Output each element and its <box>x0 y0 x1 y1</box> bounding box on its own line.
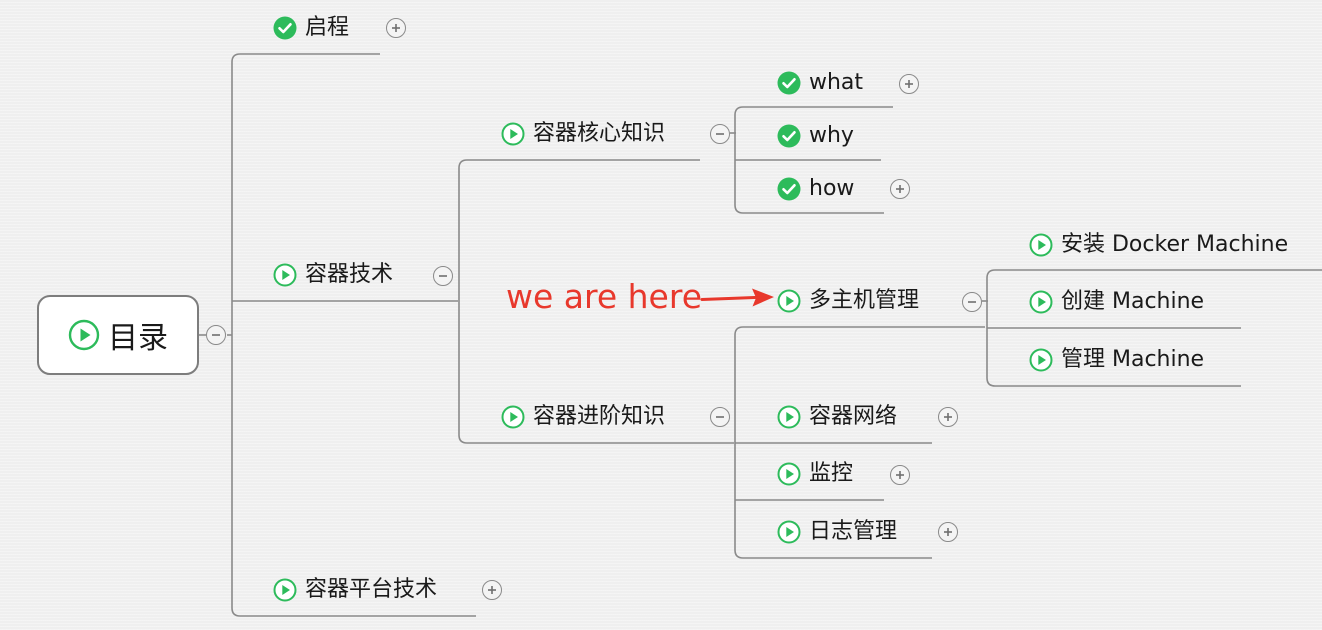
plus-icon <box>905 80 913 88</box>
check-circle-icon <box>777 71 801 95</box>
node-wangluo-expand-button[interactable] <box>938 407 958 427</box>
node-label: 监控 <box>809 461 854 486</box>
node-hexin-zhishi[interactable]: 容器核心知识 <box>501 122 665 146</box>
node-why[interactable]: why <box>777 124 854 148</box>
node-pingtai-jishu-expand-button[interactable] <box>482 580 502 600</box>
node-label: 创建 Machine <box>1061 289 1205 314</box>
node-label: 容器网络 <box>809 404 898 429</box>
node-qicheng[interactable]: 启程 <box>273 16 349 40</box>
minus-icon <box>212 334 220 336</box>
node-jinjie-zhishi[interactable]: 容器进阶知识 <box>501 405 665 429</box>
node-label: 容器进阶知识 <box>533 404 666 429</box>
node-qicheng-expand-button[interactable] <box>386 18 406 38</box>
play-circle-icon <box>68 319 100 351</box>
play-circle-icon <box>777 289 801 313</box>
node-how[interactable]: how <box>777 177 854 201</box>
node-jinjie-zhishi-collapse-button[interactable] <box>710 407 730 427</box>
node-label: 容器核心知识 <box>533 121 666 146</box>
node-rizhi[interactable]: 日志管理 <box>777 520 897 544</box>
node-label: 安装 Docker Machine <box>1061 232 1289 257</box>
node-what-expand-button[interactable] <box>899 74 919 94</box>
plus-icon <box>392 24 400 32</box>
node-rongqi-jishu[interactable]: 容器技术 <box>273 263 393 287</box>
node-chuangjian[interactable]: 创建 Machine <box>1029 290 1204 314</box>
check-circle-icon <box>777 177 801 201</box>
plus-icon <box>896 471 904 479</box>
check-circle-icon <box>273 16 297 40</box>
node-pingtai-jishu[interactable]: 容器平台技术 <box>273 578 437 602</box>
play-circle-icon <box>501 405 525 429</box>
minus-icon <box>968 301 976 303</box>
node-label: 多主机管理 <box>809 288 920 313</box>
plus-icon <box>488 586 496 594</box>
plus-icon <box>944 413 952 421</box>
node-label: why <box>809 123 854 148</box>
play-circle-icon <box>1029 233 1053 257</box>
node-anzhuang[interactable]: 安装 Docker Machine <box>1029 233 1288 257</box>
play-circle-icon <box>273 578 297 602</box>
node-duozhuji-guanli-collapse-button[interactable] <box>962 292 982 312</box>
minus-icon <box>439 275 447 277</box>
node-jiankong-expand-button[interactable] <box>890 465 910 485</box>
node-rongqi-jishu-collapse-button[interactable] <box>433 266 453 286</box>
node-label: 启程 <box>305 15 350 40</box>
node-label: how <box>809 176 855 201</box>
plus-icon <box>944 528 952 536</box>
root-label: 目录 <box>108 321 168 356</box>
node-guanli[interactable]: 管理 Machine <box>1029 348 1204 372</box>
node-label: what <box>809 70 864 95</box>
play-circle-icon <box>501 122 525 146</box>
root-collapse-button[interactable] <box>206 325 226 345</box>
minus-icon <box>716 416 724 418</box>
node-jiankong[interactable]: 监控 <box>777 462 853 486</box>
node-rizhi-expand-button[interactable] <box>938 522 958 542</box>
check-circle-icon <box>777 124 801 148</box>
play-circle-icon <box>1029 290 1053 314</box>
node-hexin-zhishi-collapse-button[interactable] <box>710 124 730 144</box>
annotation-arrow-icon <box>700 288 774 307</box>
plus-icon <box>896 185 904 193</box>
node-duozhuji-guanli[interactable]: 多主机管理 <box>777 289 919 313</box>
node-label: 日志管理 <box>809 519 898 544</box>
root-node[interactable]: 目录 <box>37 295 199 375</box>
play-circle-icon <box>273 263 297 287</box>
annotation-text: we are here <box>506 277 703 316</box>
node-label: 容器技术 <box>305 262 394 287</box>
play-circle-icon <box>777 520 801 544</box>
play-circle-icon <box>1029 348 1053 372</box>
minus-icon <box>716 133 724 135</box>
node-what[interactable]: what <box>777 71 863 95</box>
node-label: 管理 Machine <box>1061 347 1205 372</box>
node-label: 容器平台技术 <box>305 577 438 602</box>
play-circle-icon <box>777 462 801 486</box>
node-wangluo[interactable]: 容器网络 <box>777 405 897 429</box>
play-circle-icon <box>777 405 801 429</box>
node-how-expand-button[interactable] <box>890 179 910 199</box>
